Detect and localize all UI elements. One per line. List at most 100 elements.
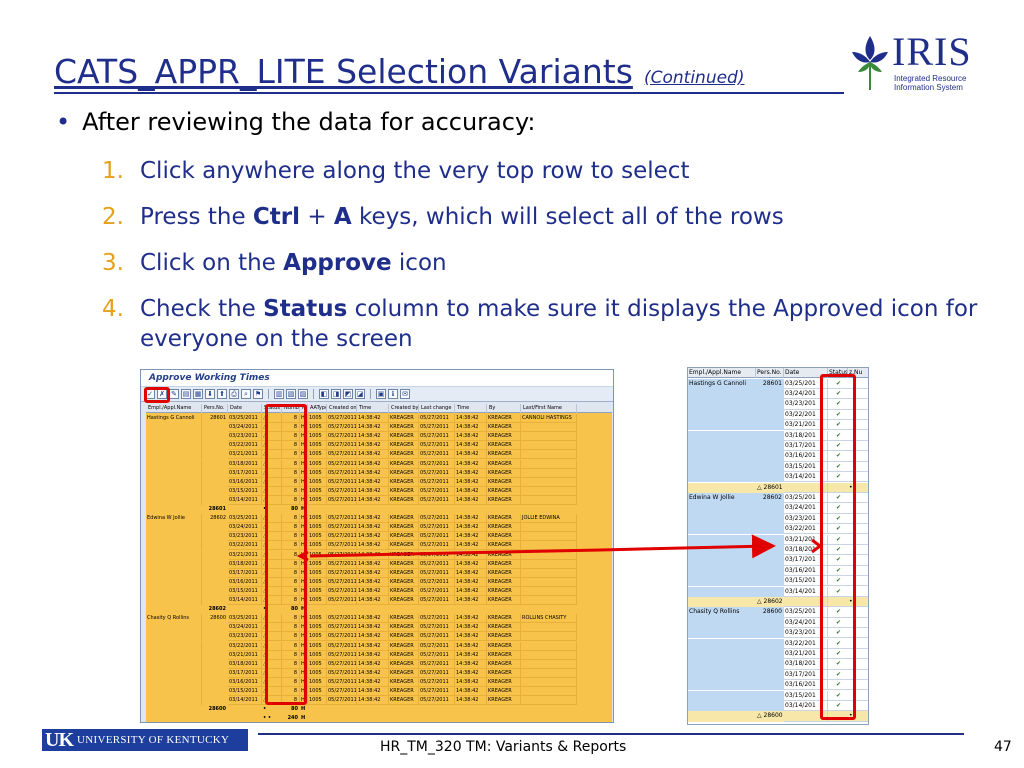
- toolbar-button-icon[interactable]: ⚑: [253, 389, 263, 399]
- list-item[interactable]: 03/14/201✔: [688, 472, 868, 483]
- list-item[interactable]: 03/22/201✔: [688, 524, 868, 535]
- sap-column-header[interactable]: Empl./Appl.Name: [146, 404, 202, 413]
- toolbar-button-icon[interactable]: ✉: [400, 389, 410, 399]
- list-item[interactable]: 03/15/201✔: [688, 576, 868, 587]
- subtotal-row: △ 28602•: [688, 596, 868, 608]
- list-item[interactable]: 03/18/201✔: [688, 430, 868, 441]
- toolbar-button-icon[interactable]: ◨: [331, 389, 341, 399]
- toolbar-button-icon[interactable]: ◩: [343, 389, 353, 399]
- list-item[interactable]: 03/17/201✔: [688, 555, 868, 566]
- toolbar-button-icon[interactable]: ⎙: [229, 389, 239, 399]
- toolbar-button-icon[interactable]: ℹ: [388, 389, 398, 399]
- sap-column-header[interactable]: Created on: [329, 404, 357, 413]
- alv-column-header[interactable]: Empl./Appl.Name: [688, 368, 756, 378]
- sap-column-header[interactable]: Last/First Name: [521, 404, 577, 413]
- sap-column-header[interactable]: Time: [455, 404, 487, 413]
- sap-column-header[interactable]: Pers.No.: [202, 404, 228, 413]
- list-item[interactable]: 03/24/201✔: [688, 388, 868, 400]
- toolbar-button-icon[interactable]: ⌕: [241, 389, 251, 399]
- toolbar-button-icon[interactable]: ▦: [193, 389, 203, 399]
- toolbar-button-icon[interactable]: ⬇: [205, 389, 215, 399]
- list-item[interactable]: 03/18/201✔: [688, 659, 868, 670]
- list-item[interactable]: 03/23/201✔: [688, 628, 868, 639]
- alv-column-header[interactable]: Pers.No.: [756, 368, 784, 378]
- list-item[interactable]: 03/22/201✔: [688, 409, 868, 421]
- toolbar-button-icon[interactable]: ✎: [169, 389, 179, 399]
- sap-column-header[interactable]: AAType: [310, 404, 327, 413]
- alv-column-header[interactable]: Status: [829, 368, 848, 378]
- list-item[interactable]: 03/14/201✔: [688, 700, 868, 712]
- toolbar-button-icon[interactable]: ⬆: [217, 389, 227, 399]
- list-item[interactable]: 03/17/201✔: [688, 669, 868, 681]
- sap-column-header[interactable]: Last change: [419, 404, 455, 413]
- list-item[interactable]: 03/16/201✔: [688, 451, 868, 462]
- list-item[interactable]: 03/17/201✔: [688, 440, 868, 452]
- list-item[interactable]: 03/24/201✔: [688, 503, 868, 514]
- toolbar-button-icon[interactable]: ▨: [298, 389, 308, 399]
- aatype-cell: 1005: [308, 650, 327, 660]
- list-item[interactable]: 03/15/201✔: [688, 690, 868, 701]
- sap-column-header[interactable]: Date: [228, 404, 262, 413]
- list-item[interactable]: 03/15/201✔: [688, 461, 868, 473]
- list-item[interactable]: 03/21/201✔: [688, 648, 868, 660]
- employee-name: [146, 423, 202, 433]
- list-item[interactable]: 03/22/201✔: [688, 638, 868, 649]
- list-item[interactable]: 03/23/201✔: [688, 399, 868, 410]
- sap-grid-header[interactable]: Empl./Appl.NamePers.No.DateStatusNumberM…: [146, 404, 612, 413]
- sap-column-header[interactable]: Time: [357, 404, 389, 413]
- alv-column-header[interactable]: z.Nu: [848, 368, 868, 378]
- toolbar-button-icon[interactable]: ▥: [274, 389, 284, 399]
- toolbar-button-icon[interactable]: ▣: [376, 389, 386, 399]
- sap-column-header[interactable]: Created by: [391, 404, 419, 413]
- sap-column-header[interactable]: By: [487, 404, 521, 413]
- toolbar-button-icon[interactable]: ▤: [181, 389, 191, 399]
- toolbar-button-icon[interactable]: ◪: [355, 389, 365, 399]
- list-item[interactable]: 03/16/201✔: [688, 565, 868, 577]
- toolbar-button-icon[interactable]: ◧: [319, 389, 329, 399]
- alv-column-header[interactable]: Date: [784, 368, 828, 378]
- list-item[interactable]: 03/24/201✔: [688, 617, 868, 629]
- list-item[interactable]: 03/21/201✔: [688, 420, 868, 431]
- list-item[interactable]: 03/14/201✔: [688, 586, 868, 597]
- sap-column-header[interactable]: Number: [284, 404, 300, 413]
- list-item[interactable]: 03/16/201✔: [688, 680, 868, 691]
- toolbar-button-icon[interactable]: ▧: [286, 389, 296, 399]
- list-item[interactable]: 03/23/201✔: [688, 513, 868, 525]
- sap-column-header[interactable]: Status: [262, 404, 282, 413]
- time-cell: 14:38:42: [357, 414, 389, 423]
